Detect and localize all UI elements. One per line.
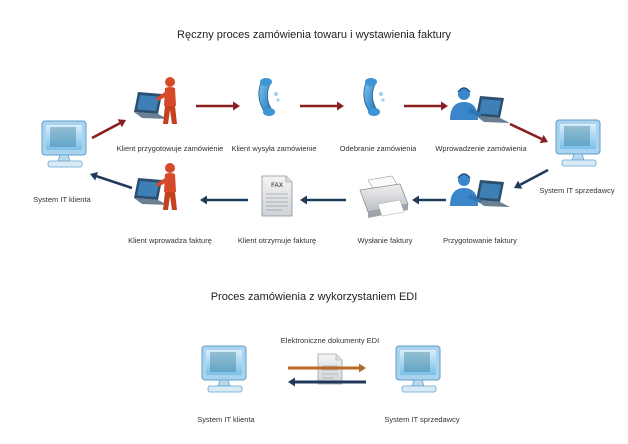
arrow-vendor-system-to-prep-invoice (514, 168, 549, 189)
label-edi-vendor-system: System IT sprzedawcy (384, 415, 460, 424)
manual-process-title: Ręczny proces zamówienia towaru i wystaw… (177, 29, 451, 41)
fax-label: FAX (271, 183, 283, 189)
arrow-send-to-receive (300, 101, 344, 111)
edi-client-monitor-icon (201, 345, 247, 393)
arrow-send-to-receive-invoice (300, 195, 346, 205)
arrow-enter-invoice-to-client-system (90, 171, 133, 190)
vendor-system-monitor-icon (555, 119, 601, 167)
fax-document-icon: FAX (261, 175, 293, 217)
edi-arrow-to-client (288, 377, 366, 387)
label-client-prepares-order: Klient przygotowuje zamówienie (116, 144, 224, 153)
arrow-prep-invoice-to-send (412, 195, 446, 205)
client-system-monitor-icon (41, 120, 87, 168)
edi-process-title: Proces zamówienia z wykorzystaniem EDI (210, 291, 418, 303)
label-vendor-system: System IT sprzedawcy (539, 186, 615, 195)
label-client-sends-order: Klient wysyła zamówienie (231, 144, 317, 153)
arrow-receive-to-enter-invoice (200, 195, 248, 205)
label-order-received: Odebranie zamówienia (339, 144, 417, 153)
client-prepares-order-icon (134, 77, 177, 124)
arrow-prepare-to-send (196, 101, 240, 111)
phone-receive-icon (363, 77, 386, 117)
order-entry-operator-icon (449, 87, 510, 123)
label-invoice-preparation: Przygotowanie faktury (443, 236, 517, 245)
arrow-client-system-to-prepare (91, 119, 126, 140)
label-invoice-sent: Wysłanie faktury (357, 236, 413, 245)
phone-send-icon (258, 77, 281, 117)
label-edi-client-system: System IT klienta (197, 415, 255, 424)
edi-vendor-monitor-icon (395, 345, 441, 393)
arrow-entry-to-vendor-system (509, 122, 548, 144)
label-edi-documents: Elektroniczne dokumenty EDI (280, 336, 380, 345)
client-enters-invoice-icon (134, 163, 177, 210)
label-client-system: System IT klienta (33, 195, 91, 204)
invoice-preparation-operator-icon (449, 173, 510, 207)
label-client-receives-invoice: Klient otrzymuje fakturę (237, 236, 317, 245)
label-client-enters-invoice: Klient wprowadza fakturę (128, 236, 212, 245)
edi-arrow-to-vendor (288, 363, 366, 373)
printer-icon (359, 175, 409, 218)
label-order-entry: Wprowadzenie zamówienia (435, 144, 527, 153)
arrow-receive-to-entry (404, 101, 448, 111)
